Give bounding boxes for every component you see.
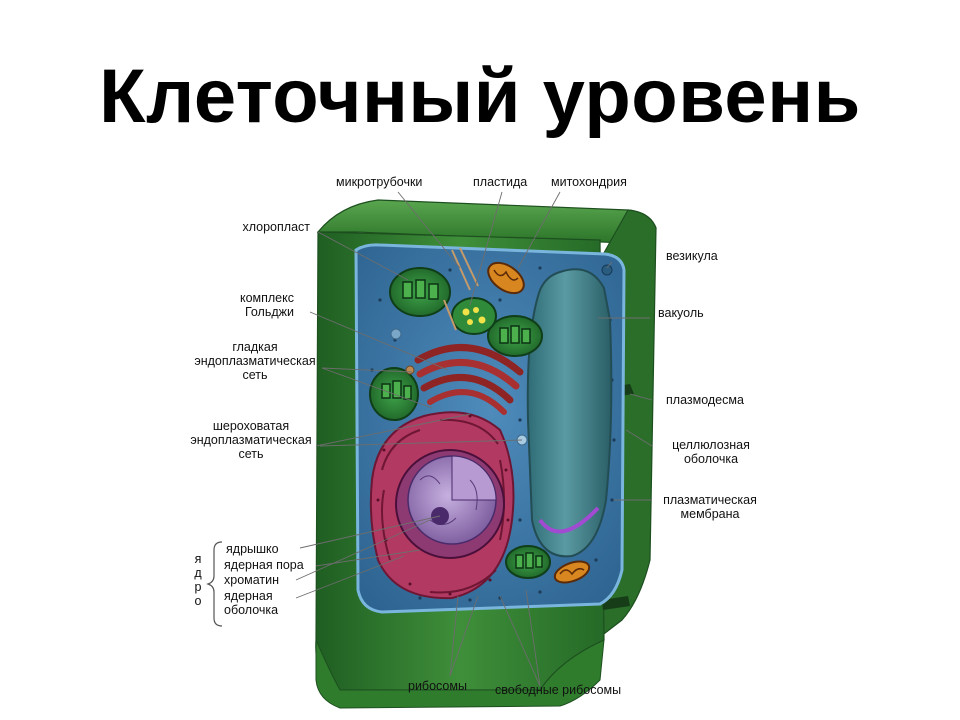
vacuole <box>526 268 613 558</box>
label-nucleus-letter-3: р <box>194 580 202 594</box>
microtubules-shape <box>443 247 479 331</box>
plastid-shape <box>451 297 497 335</box>
label-rough-er-line2: эндоплазматическая <box>190 433 312 447</box>
label-smooth-er-line2: эндоплазматическая <box>194 354 316 368</box>
label-mitochondrion: митохондрия <box>551 175 627 189</box>
label-golgi-line2: Гольджи <box>244 305 294 319</box>
label-cellulose-wall-line2: оболочка <box>683 452 739 466</box>
label-plasma-membrane-line2: мембрана <box>680 507 740 521</box>
label-nucleolus: ядрышко <box>226 542 279 556</box>
label-golgi-line1: комплекс <box>239 291 294 305</box>
label-plastid: пластида <box>473 175 528 189</box>
leader-lines <box>295 191 653 687</box>
label-microtubules: микротрубочки <box>336 175 423 189</box>
label-cellulose-wall-line1: целлюлозная <box>672 438 750 452</box>
label-rough-er-line1: шероховатая <box>212 419 290 433</box>
label-nucleus-letter-1: я <box>194 552 202 566</box>
label-plasma-membrane-line1: плазматическая <box>663 493 757 507</box>
label-smooth-er-line1: гладкая <box>232 340 278 354</box>
label-chromatin: хроматин <box>224 573 280 587</box>
label-nuclear-envelope-line2: оболочка <box>224 603 279 617</box>
label-vesicle: везикула <box>666 249 718 263</box>
label-nucleus-letter-4: о <box>194 594 202 608</box>
label-smooth-er-line3: сеть <box>242 368 268 382</box>
label-nuclear-envelope-line1: ядерная <box>224 589 273 603</box>
label-vacuole: вакуоль <box>658 306 704 320</box>
label-free-ribosomes: свободные рибосомы <box>495 683 622 697</box>
label-nuclear-pore: ядерная пора <box>224 558 304 572</box>
label-chloroplast: хлоропласт <box>242 220 310 234</box>
nucleus-bracket <box>206 541 223 627</box>
chloroplast-shape <box>369 267 551 579</box>
label-plasmodesma: плазмодесма <box>666 393 744 407</box>
page-title: Клеточный уровень <box>99 54 861 139</box>
nucleus-shape <box>395 449 505 559</box>
golgi-shape <box>414 344 524 415</box>
label-nucleus-letter-2: д <box>194 566 202 580</box>
label-ribosomes: рибосомы <box>408 679 467 693</box>
mitochondrion-shape <box>487 261 591 584</box>
label-rough-er-line3: сеть <box>238 447 264 461</box>
